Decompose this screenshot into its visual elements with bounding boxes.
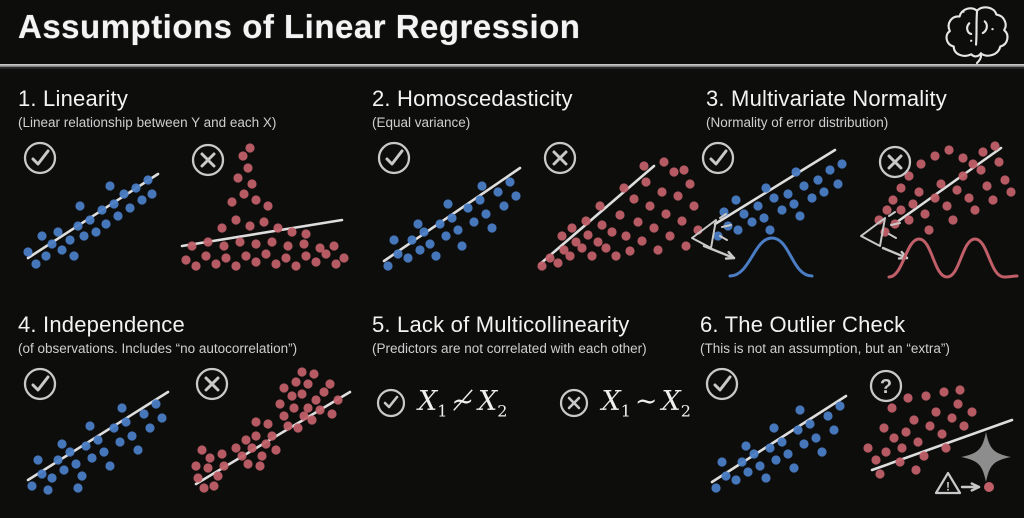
scatter-points bbox=[711, 401, 845, 493]
distribution-curve bbox=[728, 236, 814, 278]
check-circle-icon bbox=[23, 367, 57, 401]
linearity-bad-plot bbox=[180, 143, 349, 271]
panel-homoscedasticity: 2. Homoscedasticity (Equal variance) bbox=[372, 86, 702, 288]
panel-heading: 2. Homoscedasticity bbox=[372, 86, 573, 111]
fit-line bbox=[870, 418, 1014, 472]
formula-not-correlated: X1≁X2 bbox=[376, 386, 507, 420]
cross-circle-icon bbox=[195, 367, 229, 401]
svg-text:!: ! bbox=[946, 480, 950, 494]
normality-good-plot bbox=[691, 141, 847, 278]
cross-circle-icon bbox=[560, 389, 589, 418]
fit-line bbox=[538, 164, 656, 266]
check-circle-icon bbox=[376, 389, 406, 418]
sparkle-icon bbox=[961, 432, 1011, 482]
plot-row bbox=[18, 362, 366, 504]
panel-multivariate-normality: 3. Multivariate Normality (Normality of … bbox=[691, 86, 1024, 290]
scatter-points bbox=[23, 175, 157, 269]
panel-heading: 4. Independence bbox=[18, 312, 185, 337]
panel-linearity: 1. Linearity (Linear relationship betwee… bbox=[18, 86, 366, 288]
outlier-bad-plot: !? bbox=[863, 369, 1014, 495]
panel-outlier-check: 6. The Outlier Check (This is not an ass… bbox=[700, 312, 1024, 505]
outlier-good-plot bbox=[705, 367, 848, 493]
scatter-points bbox=[191, 367, 343, 493]
panel-subtitle: (Normality of error distribution) bbox=[706, 115, 889, 130]
panel-independence: 4. Independence (of observations. Includ… bbox=[18, 312, 366, 504]
scatter-points bbox=[181, 143, 349, 271]
page-title: Assumptions of Linear Regression bbox=[18, 8, 581, 45]
projector-icon bbox=[859, 211, 901, 247]
fit-line bbox=[895, 146, 1003, 224]
panel-subtitle: (of observations. Includes “no autocorre… bbox=[18, 341, 298, 356]
scatter-points bbox=[383, 177, 521, 271]
independence-good-plot bbox=[23, 367, 170, 495]
scatter-points bbox=[863, 385, 977, 479]
scatter-points bbox=[713, 159, 847, 241]
panel-multicollinearity: 5. Lack of Multicollinearity (Predictors… bbox=[372, 312, 702, 420]
check-circle-icon bbox=[705, 367, 739, 401]
homoscedasticity-good-plot bbox=[377, 141, 522, 271]
warning-icon: ! bbox=[934, 471, 962, 495]
distribution-curve bbox=[887, 237, 1019, 279]
plot-row: !? bbox=[700, 362, 1024, 505]
normality-bad-plot bbox=[859, 141, 1019, 279]
scatter-points bbox=[27, 399, 167, 495]
header: Assumptions of Linear Regression bbox=[0, 0, 1024, 64]
check-circle-icon bbox=[701, 141, 735, 175]
formula-correlated: X1∼X2 bbox=[559, 386, 691, 421]
svg-text:?: ? bbox=[880, 376, 892, 398]
fit-line bbox=[713, 148, 837, 226]
panel-subtitle: (Linear relationship between Y and each … bbox=[18, 115, 277, 130]
panel-heading: 1. Linearity bbox=[18, 86, 129, 111]
panel-heading: 5. Lack of Multicollinearity bbox=[372, 312, 630, 337]
panel-heading: 6. The Outlier Check bbox=[700, 312, 906, 337]
formula-row: X1≁X2 X1∼X2 bbox=[376, 386, 702, 420]
check-circle-icon bbox=[377, 141, 411, 175]
panel-heading: 3. Multivariate Normality bbox=[706, 86, 947, 111]
question-circle-icon: ? bbox=[869, 369, 903, 403]
homoscedasticity-bad-plot bbox=[537, 141, 702, 271]
plot-row bbox=[372, 136, 702, 288]
panel-subtitle: (Equal variance) bbox=[372, 115, 471, 130]
formula-text: X1∼X2 bbox=[601, 386, 691, 421]
scatter-points bbox=[537, 157, 702, 271]
arrow-icon bbox=[702, 244, 736, 260]
outlier-point bbox=[984, 482, 994, 492]
plot-row bbox=[690, 136, 1024, 290]
formula-text: X1≁X2 bbox=[418, 386, 508, 421]
projector-icon bbox=[691, 213, 732, 249]
arrow-icon bbox=[960, 482, 981, 492]
panel-subtitle: (Predictors are not correlated with each… bbox=[372, 341, 647, 356]
plot-row bbox=[18, 136, 366, 288]
check-circle-icon bbox=[23, 141, 57, 175]
cross-circle-icon bbox=[191, 143, 225, 177]
cross-circle-icon bbox=[543, 141, 577, 175]
brain-icon bbox=[945, 6, 1009, 64]
arrow-icon bbox=[881, 246, 909, 260]
panel-subtitle: (This is not an assumption, but an “extr… bbox=[700, 341, 950, 356]
scatter-points bbox=[874, 141, 1016, 237]
cross-circle-icon bbox=[878, 145, 912, 179]
header-divider bbox=[0, 64, 1024, 67]
linearity-good-plot bbox=[23, 141, 160, 269]
independence-bad-plot bbox=[191, 367, 352, 493]
